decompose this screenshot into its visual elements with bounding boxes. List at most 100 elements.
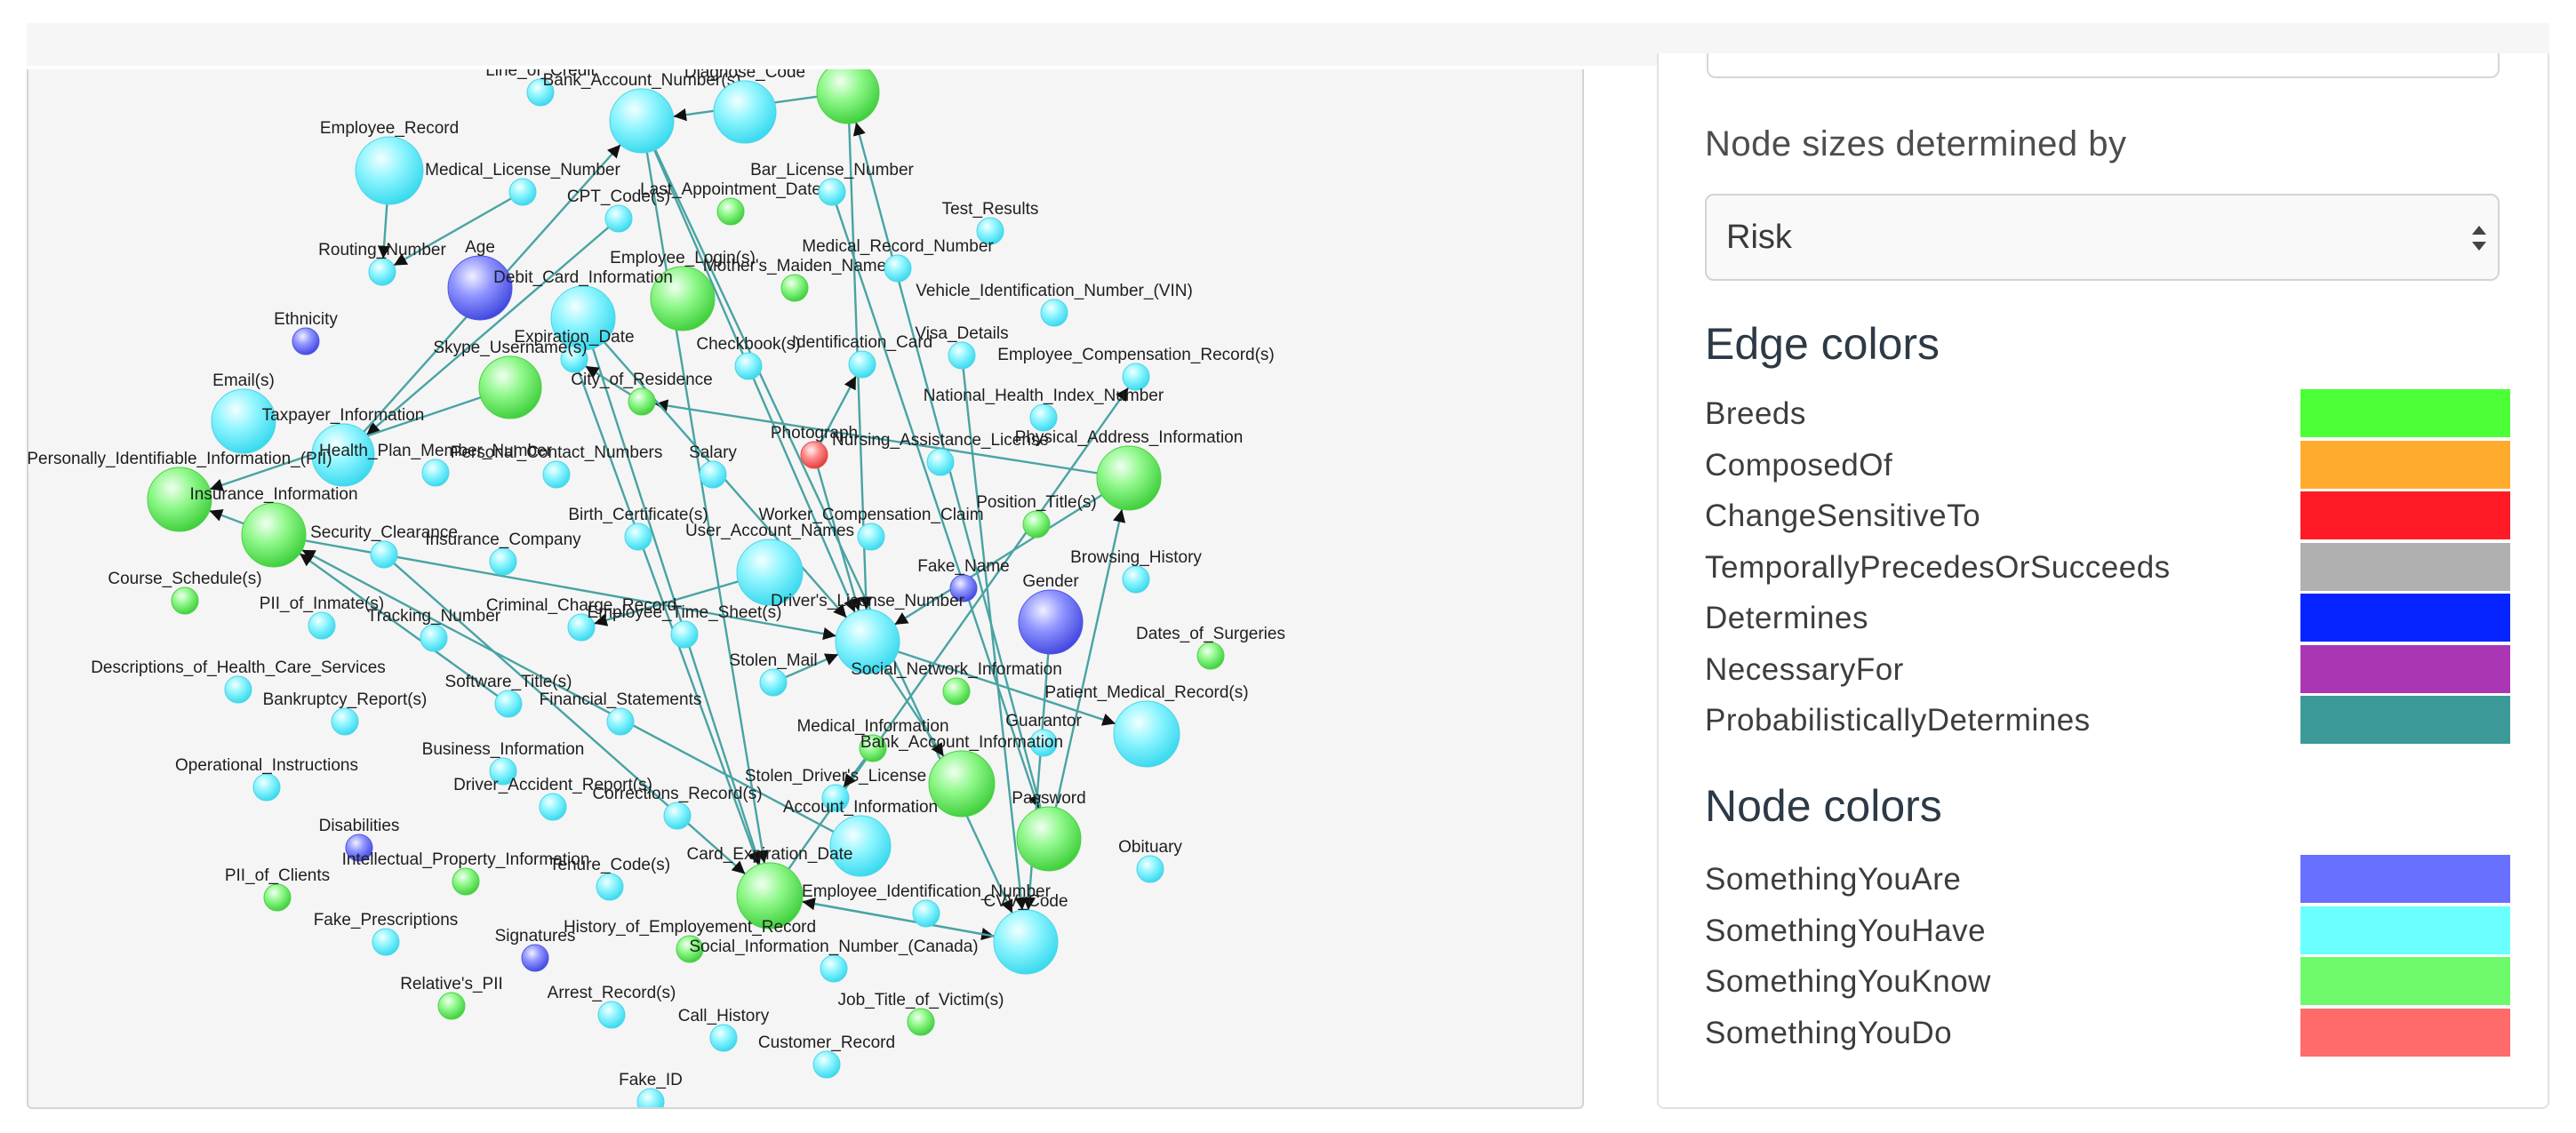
node-circle[interactable] <box>993 909 1059 975</box>
node-circle[interactable] <box>818 178 846 206</box>
graph-node[interactable]: Relative's_PII <box>400 975 503 1020</box>
graph-node[interactable]: Social_Network_Information <box>851 660 1062 706</box>
node-circle[interactable] <box>542 460 571 489</box>
graph-node[interactable]: Diagnose_Code <box>684 69 805 144</box>
node-circle[interactable] <box>539 793 567 821</box>
graph-node[interactable]: Course_Schedule(s) <box>108 570 262 615</box>
graph-node[interactable]: Test_Results <box>942 200 1039 245</box>
graph-node[interactable]: History_of_Employement_Record <box>564 918 816 963</box>
graph-node[interactable]: Security_Clearance <box>310 523 458 569</box>
graph-node[interactable]: Personally_Identifiable_Information_(PII… <box>28 450 332 532</box>
node-circle[interactable] <box>736 539 804 606</box>
graph-node[interactable]: Driver_Accident_Report(s) <box>453 776 652 821</box>
node-circle[interactable] <box>1029 403 1058 432</box>
node-circle[interactable] <box>368 258 396 286</box>
node-circle[interactable] <box>567 613 596 642</box>
node-circle[interactable] <box>820 954 848 983</box>
graph-node[interactable]: Customer_Record <box>758 1033 895 1079</box>
graph-node[interactable]: Bank_Account_Information <box>860 733 1063 818</box>
graph-node[interactable]: Age <box>447 238 513 321</box>
node-circle[interactable] <box>1113 700 1180 768</box>
node-circle[interactable] <box>241 502 307 568</box>
node-circle[interactable] <box>147 467 212 532</box>
graph-node[interactable]: Dates_of_Surgeries <box>1136 625 1285 670</box>
node-circle[interactable] <box>494 690 523 718</box>
node-circle[interactable] <box>780 274 809 302</box>
graph-node[interactable]: Birth_Certificate(s) <box>568 506 708 551</box>
graph-node[interactable]: Operational_Instructions <box>175 756 358 802</box>
node-circle[interactable] <box>452 867 480 896</box>
node-circle[interactable] <box>263 883 292 912</box>
graph-node[interactable]: Employee_Identification_Number <box>802 882 1052 928</box>
node-circle[interactable] <box>421 459 450 487</box>
graph-node[interactable]: Guarantor <box>1005 712 1082 757</box>
graph-node[interactable]: Medical_Record_Number <box>802 237 994 283</box>
graph-node[interactable]: Employee_Record <box>320 119 459 205</box>
node-circle[interactable] <box>709 1024 738 1052</box>
graph-node[interactable]: Visa_Details <box>915 324 1009 370</box>
node-circle[interactable] <box>478 355 542 419</box>
node-circle[interactable] <box>447 255 513 321</box>
node-circle[interactable] <box>609 88 675 154</box>
node-circle[interactable] <box>560 345 588 373</box>
node-circle[interactable] <box>835 609 900 674</box>
graph-node[interactable]: Browsing_History <box>1070 548 1202 594</box>
graph-node[interactable]: Tracking_Number <box>367 607 501 652</box>
graph-node[interactable]: Nursing_Assistance_License <box>832 431 1049 476</box>
node-circle[interactable] <box>604 204 633 233</box>
node-circle[interactable] <box>1096 445 1162 511</box>
network-graph[interactable]: Line_of_CreditBank_Account_Number(s)Diag… <box>28 69 1584 1109</box>
node-circle[interactable] <box>628 387 656 416</box>
node-circle[interactable] <box>713 80 777 144</box>
node-circle[interactable] <box>1016 806 1082 872</box>
graph-node[interactable]: Gender <box>1018 572 1084 655</box>
graph-node[interactable]: Password <box>1012 789 1086 872</box>
node-circle[interactable] <box>596 873 624 901</box>
node-circle[interactable] <box>1022 510 1051 539</box>
node-circle[interactable] <box>676 935 704 963</box>
graph-node[interactable]: Personal_Contact_Numbers <box>451 443 663 489</box>
graph-node[interactable]: Stolen_Driver's_License <box>745 767 926 812</box>
top-input[interactable] <box>1707 53 2500 78</box>
node-circle[interactable] <box>976 217 1004 245</box>
graph-node[interactable]: Fake_Prescriptions <box>314 911 459 956</box>
graph-node[interactable] <box>816 69 880 124</box>
node-circle[interactable] <box>949 574 978 602</box>
node-circle[interactable] <box>606 707 635 736</box>
graph-node[interactable]: Driver's_License_Number <box>771 592 965 674</box>
node-circle[interactable] <box>857 523 885 551</box>
graph-node[interactable]: Employee_Time_Sheet(s) <box>588 603 782 649</box>
node-circle[interactable] <box>311 423 375 487</box>
graph-node[interactable]: Corrections_Record(s) <box>592 785 763 830</box>
node-circle[interactable] <box>437 992 466 1020</box>
graph-node[interactable]: Account_Information <box>783 798 938 877</box>
node-circle[interactable] <box>370 540 398 569</box>
graph-node[interactable]: Employee_Compensation_Record(s) <box>997 346 1275 391</box>
graph-node[interactable]: Job_Title_of_Victim(s) <box>838 991 1004 1036</box>
graph-node[interactable]: Bar_License_Number <box>750 161 915 206</box>
graph-node[interactable]: Bank_Account_Number(s) <box>543 71 741 154</box>
graph-node[interactable]: Insurance_Information <box>189 485 358 568</box>
graph-node[interactable]: Intellectual_Property_Information <box>342 850 590 896</box>
node-circle[interactable] <box>1196 642 1225 670</box>
graph-node[interactable]: Financial_Statements <box>540 690 702 736</box>
graph-node[interactable]: Position_Title(s) <box>976 493 1097 539</box>
node-circle[interactable] <box>928 750 996 818</box>
graph-node[interactable]: Photograph <box>771 424 858 469</box>
graph-node[interactable]: PII_of_Inmate(s) <box>260 594 384 640</box>
graph-node[interactable]: Last_Appointment_Date <box>640 180 821 226</box>
graph-node[interactable]: Card_Expiration_Date <box>687 845 853 930</box>
graph-node[interactable]: Employee_Login(s) <box>610 249 756 331</box>
node-circle[interactable] <box>308 611 336 640</box>
graph-node[interactable]: Physical_Address_Information <box>1015 428 1244 511</box>
graph-node[interactable]: Salary <box>689 443 737 489</box>
node-circle[interactable] <box>884 254 912 283</box>
graph-node[interactable]: Vehicle_Identification_Number_(VIN) <box>916 282 1193 327</box>
graph-node[interactable]: Patient_Medical_Record(s) <box>1044 683 1249 768</box>
graph-node[interactable]: Medical_License_Number <box>425 161 621 206</box>
graph-node[interactable]: Line_of_Credit <box>485 69 596 107</box>
node-circle[interactable] <box>736 862 804 930</box>
node-circle[interactable] <box>800 441 828 469</box>
node-circle[interactable] <box>597 1001 626 1029</box>
node-circle[interactable] <box>224 675 252 704</box>
